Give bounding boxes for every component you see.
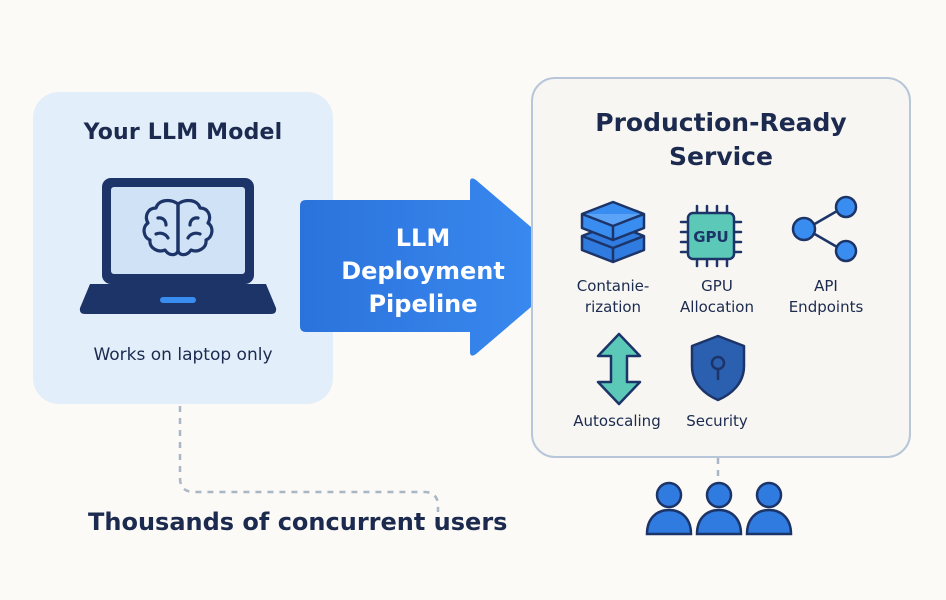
feature-api-endpoints-line1: API xyxy=(814,277,838,295)
pipeline-label: LLM Deployment Pipeline xyxy=(318,222,528,321)
production-service-title-line2: Service xyxy=(669,142,773,171)
feature-containerization: Contanie- rization xyxy=(560,276,666,318)
gpu-chip-icon: GPU xyxy=(679,204,743,268)
feature-api-endpoints-line2: Endpoints xyxy=(788,298,864,316)
user-icon xyxy=(695,481,743,536)
production-service-title: Production-Ready Service xyxy=(531,106,911,174)
up-down-arrow-icon xyxy=(596,332,642,406)
laptop-to-caption-connector xyxy=(178,406,440,512)
user-icon xyxy=(645,481,693,536)
share-nodes-icon xyxy=(791,195,858,263)
feature-autoscaling: Autoscaling xyxy=(573,412,661,430)
users-caption: Thousands of concurrent users xyxy=(88,508,508,536)
feature-gpu-allocation-line2: Allocation xyxy=(680,298,754,316)
laptop-icon xyxy=(79,178,277,314)
feature-containerization-line2: rization xyxy=(584,298,642,316)
pipeline-arrow xyxy=(300,178,575,356)
brain-icon xyxy=(142,198,214,257)
feature-api-endpoints: API Endpoints xyxy=(772,276,880,318)
user-icon xyxy=(745,481,793,536)
pipeline-label-line2: Deployment xyxy=(341,257,505,285)
feature-gpu-allocation-line1: GPU xyxy=(701,277,733,295)
local-model-caption: Works on laptop only xyxy=(93,345,273,365)
shield-icon xyxy=(690,334,746,402)
container-stack-icon xyxy=(580,200,646,264)
users-icon xyxy=(645,481,793,536)
feature-security: Security xyxy=(686,412,748,430)
feature-containerization-line1: Contanie- xyxy=(576,277,650,295)
production-service-title-line1: Production-Ready xyxy=(595,108,847,137)
pipeline-label-line1: LLM xyxy=(395,224,451,252)
gpu-chip-text: GPU xyxy=(693,228,729,246)
feature-gpu-allocation: GPU Allocation xyxy=(664,276,770,318)
local-model-title: Your LLM Model xyxy=(83,120,283,145)
pipeline-label-line3: Pipeline xyxy=(368,290,478,318)
